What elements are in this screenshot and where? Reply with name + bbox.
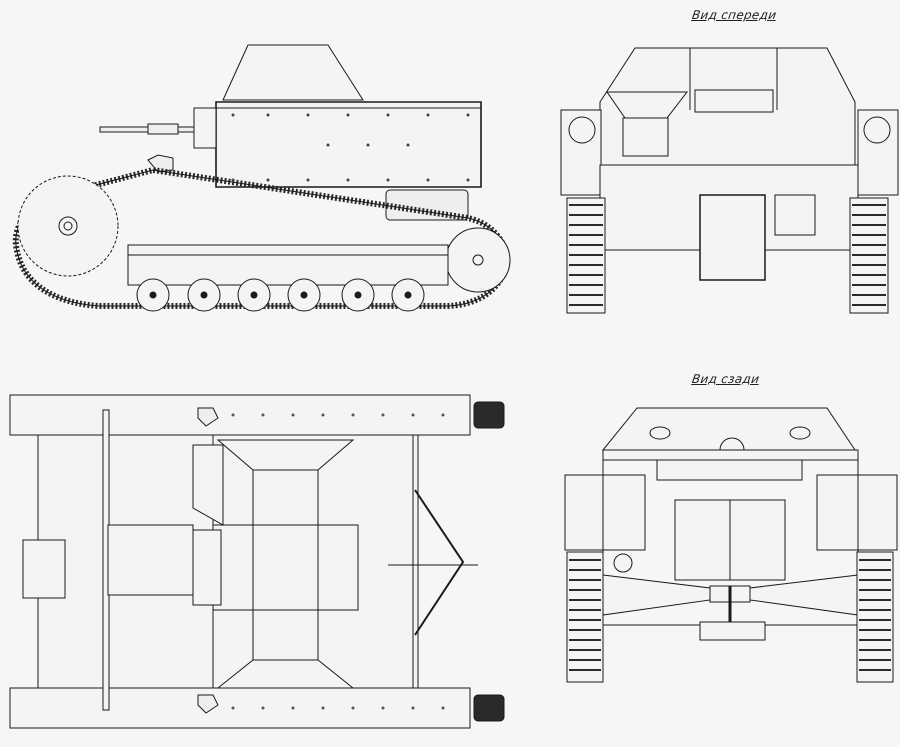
- front-view: [555, 40, 900, 315]
- rear-view: [555, 400, 900, 685]
- rear-view-caption: Вид сзади: [691, 372, 761, 386]
- side-view: [8, 40, 513, 320]
- top-view: [8, 390, 513, 740]
- front-view-caption: Вид спереди: [691, 8, 778, 22]
